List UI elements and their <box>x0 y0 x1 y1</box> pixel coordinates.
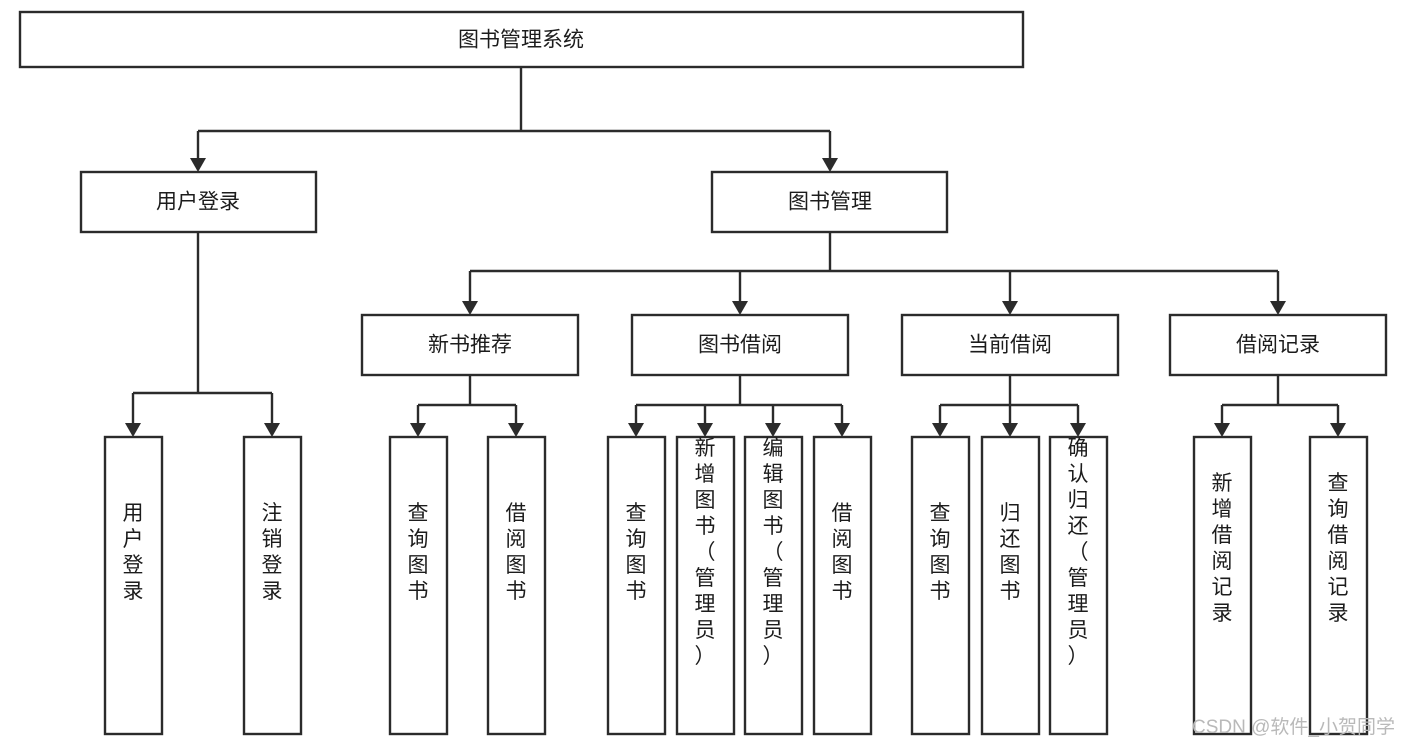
node-borrow-records[interactable]: 借阅记录 <box>1168 313 1388 377</box>
leaf-bb-borrow-book[interactable]: 借阅图书 <box>812 435 873 736</box>
new-book-recommend-label: 新书推荐 <box>428 334 512 357</box>
leaf-logout-label: 注销登录 <box>262 502 283 603</box>
leaf-br-query-record[interactable]: 查询借阅记录 <box>1308 435 1369 736</box>
leaf-cb-return-book-box[interactable] <box>980 435 1041 736</box>
leaf-bb-borrow-book-box[interactable] <box>812 435 873 736</box>
arrowhead-records-leaf2 <box>1330 423 1346 437</box>
borrow-records-label: 借阅记录 <box>1236 334 1320 357</box>
node-user-login[interactable]: 用户登录 <box>79 170 318 234</box>
leaf-cb-query-book-box[interactable] <box>910 435 971 736</box>
book-borrow-label: 图书借阅 <box>698 334 782 357</box>
leaf-nbr-borrow-book-label: 借阅图书 <box>506 502 527 603</box>
user-login-label: 用户登录 <box>156 191 240 214</box>
leaf-br-add-record-label: 新增借阅记录 <box>1212 472 1233 625</box>
arrowhead-current-leaf1 <box>932 423 948 437</box>
node-book-management[interactable]: 图书管理 <box>710 170 949 234</box>
leaf-br-add-record-box[interactable] <box>1192 435 1253 736</box>
arrowhead-borrow-leaf4 <box>834 423 850 437</box>
arrowhead-newbook-leaf1 <box>410 423 426 437</box>
leaf-bb-edit-book-box[interactable] <box>743 435 804 736</box>
node-root-system[interactable]: 图书管理系统 <box>18 10 1025 69</box>
root-box[interactable] <box>18 10 1025 69</box>
leaf-nbr-query-book[interactable]: 查询图书 <box>388 435 449 736</box>
leaf-cb-confirm-return-label: 确认归还（管理员） <box>1068 437 1089 668</box>
arrowhead-borrow <box>732 301 748 315</box>
csdn-watermark: CSDN @软件_小贺同学 <box>1192 716 1395 738</box>
arrowhead-current-leaf3 <box>1070 423 1086 437</box>
arrowhead-leaf-user-login <box>125 423 141 437</box>
current-borrow-box[interactable] <box>900 313 1120 377</box>
leaf-nbr-borrow-book-box[interactable] <box>486 435 547 736</box>
leaf-bb-add-book[interactable]: 新增图书（管理员） <box>675 435 736 736</box>
node-book-borrow[interactable]: 图书借阅 <box>630 313 850 377</box>
arrowhead-borrow-leaf1 <box>628 423 644 437</box>
book-management-label: 图书管理 <box>788 191 872 214</box>
user-login-box[interactable] <box>79 170 318 234</box>
leaf-bb-edit-book[interactable]: 编辑图书（管理员） <box>743 435 804 736</box>
leaf-bb-query-book-label: 查询图书 <box>626 502 647 603</box>
node-current-borrow[interactable]: 当前借阅 <box>900 313 1120 377</box>
current-borrow-label: 当前借阅 <box>968 334 1052 357</box>
leaf-bb-edit-book-label: 编辑图书（管理员） <box>763 437 784 668</box>
leaf-bb-add-book-label: 新增图书（管理员） <box>695 437 716 668</box>
leaf-nbr-borrow-book[interactable]: 借阅图书 <box>486 435 547 736</box>
leaf-nbr-query-book-label: 查询图书 <box>408 502 429 603</box>
book-borrow-box[interactable] <box>630 313 850 377</box>
borrow-records-box[interactable] <box>1168 313 1388 377</box>
leaf-cb-return-book[interactable]: 归还图书 <box>980 435 1041 736</box>
arrowhead-records <box>1270 301 1286 315</box>
node-new-book-recommend[interactable]: 新书推荐 <box>360 313 580 377</box>
new-book-recommend-box[interactable] <box>360 313 580 377</box>
leaf-bb-query-book-box[interactable] <box>606 435 667 736</box>
leaf-user-login[interactable]: 用户登录 <box>103 435 164 736</box>
arrowhead-borrow-leaf3 <box>765 423 781 437</box>
book-management-box[interactable] <box>710 170 949 234</box>
leaf-bb-query-book[interactable]: 查询图书 <box>606 435 667 736</box>
arrowhead-records-leaf1 <box>1214 423 1230 437</box>
leaf-br-add-record[interactable]: 新增借阅记录 <box>1192 435 1253 736</box>
leaf-bb-borrow-book-label: 借阅图书 <box>832 502 853 603</box>
arrowhead-book-manage <box>822 158 838 172</box>
leaf-logout-box[interactable] <box>242 435 303 736</box>
connector-layer <box>125 67 1346 437</box>
arrowhead-leaf-logout <box>264 423 280 437</box>
leaf-cb-return-book-label: 归还图书 <box>1000 502 1021 603</box>
leaf-logout[interactable]: 注销登录 <box>242 435 303 736</box>
leaf-br-query-record-box[interactable] <box>1308 435 1369 736</box>
leaf-cb-confirm-return[interactable]: 确认归还（管理员） <box>1048 435 1109 736</box>
root-label: 图书管理系统 <box>458 29 584 52</box>
arrowhead-user-login <box>190 158 206 172</box>
arrowhead-newbook <box>462 301 478 315</box>
leaf-cb-query-book[interactable]: 查询图书 <box>910 435 971 736</box>
leaf-user-login-box[interactable] <box>103 435 164 736</box>
arrowhead-borrow-leaf2 <box>697 423 713 437</box>
arrowhead-current-leaf2 <box>1002 423 1018 437</box>
leaf-user-login-label: 用户登录 <box>123 502 144 603</box>
arrowhead-current <box>1002 301 1018 315</box>
leaf-bb-add-book-box[interactable] <box>675 435 736 736</box>
leaf-nbr-query-book-box[interactable] <box>388 435 449 736</box>
leaf-cb-query-book-label: 查询图书 <box>930 502 951 603</box>
leaf-br-query-record-label: 查询借阅记录 <box>1328 472 1349 625</box>
leaf-cb-confirm-return-box[interactable] <box>1048 435 1109 736</box>
arrowhead-newbook-leaf2 <box>508 423 524 437</box>
